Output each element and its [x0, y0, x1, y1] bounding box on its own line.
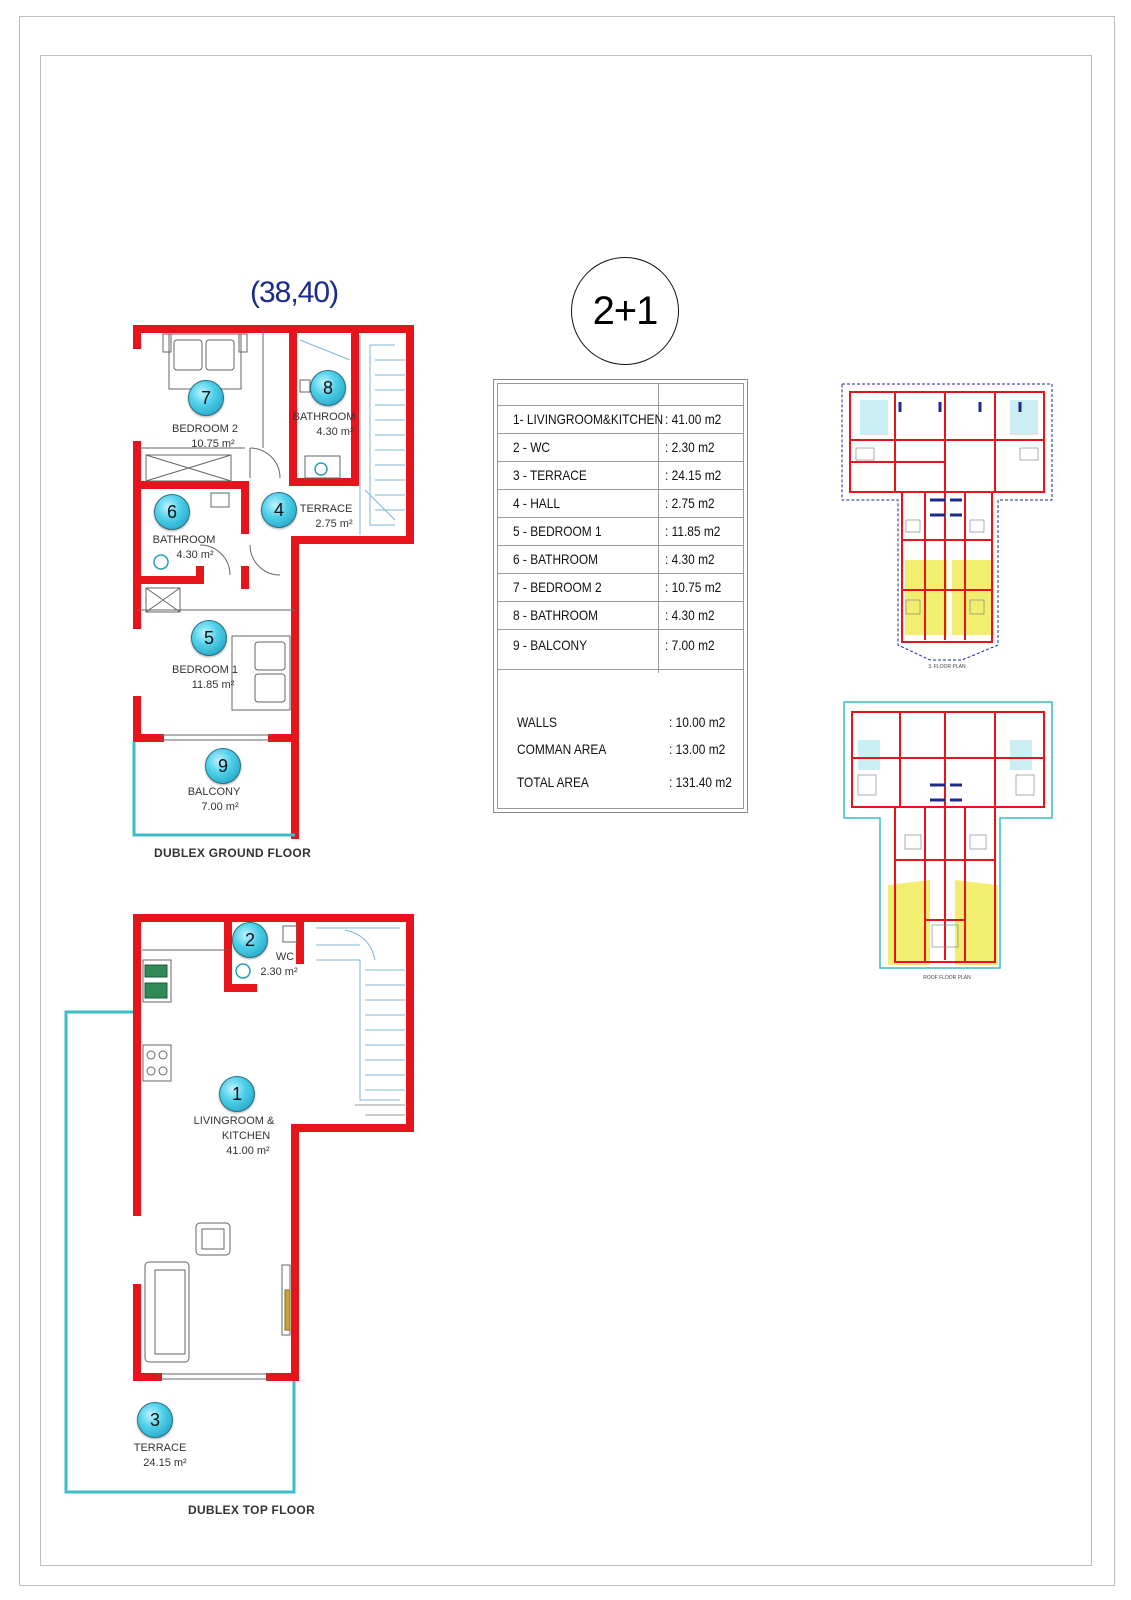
room-area: 24.15 m² [143, 1457, 187, 1469]
summary-row: COMMAN AREA : 13.00 m2 [497, 737, 744, 765]
table-row: 1- LIVINGROOM&KITCHEN: 41.00 m2 [497, 405, 744, 434]
row-value: : 131.40 m2 [669, 774, 732, 790]
room-number-1: 1 [219, 1076, 255, 1112]
room-area: 41.00 m² [226, 1145, 270, 1157]
balcony-outline [132, 742, 295, 837]
row-name: 9 - BALCONY [513, 637, 588, 653]
table-row: 3 - TERRACE : 24.15 m2 [497, 461, 744, 490]
room-area: 2.30 m² [260, 966, 298, 978]
row-name: 1- LIVINGROOM&KITCHEN [513, 411, 664, 427]
ground-floor-plan [132, 325, 414, 839]
summary-row: TOTAL AREA : 131.40 m2 [497, 770, 744, 798]
room-area: 4.30 m² [316, 426, 354, 438]
top-floor-title: DUBLEX TOP FLOOR [188, 1503, 316, 1517]
floor3-plan-caption: 3. FLOOR PLAN [928, 664, 966, 670]
row-value: : 7.00 m2 [665, 637, 715, 653]
room-number-4: 4 [261, 492, 297, 528]
room-name: BEDROOM 1 [171, 664, 238, 676]
row-name: WALLS [517, 714, 557, 730]
ground-floor-interior [137, 329, 341, 741]
summary-row: WALLS : 10.00 m2 [497, 710, 744, 738]
row-value: : 4.30 m2 [665, 551, 715, 567]
room-area: 10.75 m² [191, 438, 235, 450]
room-number-9: 9 [205, 748, 241, 784]
table-row: 2 - WC : 2.30 m2 [497, 433, 744, 462]
shower-icon [314, 462, 328, 476]
row-name: TOTAL AREA [517, 774, 589, 790]
row-name: 7 - BEDROOM 2 [513, 579, 602, 595]
room-area: 7.00 m² [201, 801, 239, 813]
row-value: : 4.30 m2 [665, 607, 715, 623]
table-row: 7 - BEDROOM 2 : 10.75 m2 [497, 573, 744, 602]
top-floor-plan [64, 914, 414, 1494]
row-name: 8 - BATHROOM [513, 607, 599, 623]
row-value: : 41.00 m2 [665, 411, 722, 427]
table-column-divider [658, 383, 659, 673]
room-area: 11.85 m² [191, 679, 235, 691]
room-name: BEDROOM 2 [171, 423, 238, 435]
top-floor-walls [133, 914, 414, 1381]
row-name: 4 - HALL [513, 495, 560, 511]
shower-icon [153, 554, 169, 570]
row-value: : 2.75 m2 [665, 495, 715, 511]
room-name: TERRACE [133, 1442, 187, 1454]
table-row: 6 - BATHROOM : 4.30 m2 [497, 545, 744, 574]
room-name: TERRACE [299, 503, 353, 515]
room-name: BATHROOM [152, 534, 216, 546]
row-name: 6 - BATHROOM [513, 551, 599, 567]
row-value: : 10.75 m2 [665, 579, 722, 595]
room-number-3: 3 [137, 1402, 173, 1438]
row-value: : 10.00 m2 [669, 714, 726, 730]
inner-frame [40, 55, 1092, 1566]
table-row: 8 - BATHROOM : 4.30 m2 [497, 601, 744, 630]
area-code-label: (38,40) [250, 276, 339, 309]
unit-type-badge: 2+1 [571, 257, 679, 365]
table-row: 4 - HALL : 2.75 m2 [497, 489, 744, 518]
table-row: 5 - BEDROOM 1 : 11.85 m2 [497, 517, 744, 546]
row-name: COMMAN AREA [517, 741, 607, 757]
top-floor-interior [142, 925, 298, 1380]
area-schedule-table: 1- LIVINGROOM&KITCHEN: 41.00 m2 2 - WC : … [493, 379, 748, 813]
ground-floor-stairs [299, 335, 405, 535]
table-header-row [497, 383, 744, 406]
room-number-6: 6 [154, 494, 190, 530]
room-name: BATHROOM [292, 411, 356, 423]
room-area: 4.30 m² [176, 549, 214, 561]
room-number-5: 5 [191, 620, 227, 656]
room-area: 2.75 m² [315, 518, 353, 530]
row-value: : 13.00 m2 [669, 741, 726, 757]
row-name: 3 - TERRACE [513, 467, 587, 483]
room-name-line-2: KITCHEN [221, 1130, 271, 1142]
row-value: : 2.30 m2 [665, 439, 715, 455]
top-floor-stairs [316, 927, 405, 1116]
room-name: WC [275, 951, 295, 963]
roof-plan-caption: ROOF FLOOR PLAN [923, 975, 971, 981]
table-row: 9 - BALCONY : 7.00 m2 [497, 629, 744, 670]
ground-floor-title: DUBLEX GROUND FLOOR [154, 846, 312, 860]
thumbnail-roof-floor-plan [843, 701, 1053, 969]
outer-frame [19, 16, 1115, 1586]
terrace-outline [64, 1010, 296, 1494]
ground-floor-walls [133, 325, 414, 839]
room-number-8: 8 [310, 370, 346, 406]
room-name: LIVINGROOM & [193, 1115, 275, 1127]
room-name: BALCONY [187, 786, 241, 798]
row-name: 2 - WC [513, 439, 551, 455]
row-value: : 24.15 m2 [665, 467, 722, 483]
table-inner-border [497, 383, 744, 809]
row-name: 5 - BEDROOM 1 [513, 523, 602, 539]
room-number-2: 2 [232, 922, 268, 958]
thumbnail-3-floor-plan [841, 383, 1053, 661]
room-number-7: 7 [188, 380, 224, 416]
row-value: : 11.85 m2 [665, 523, 721, 539]
